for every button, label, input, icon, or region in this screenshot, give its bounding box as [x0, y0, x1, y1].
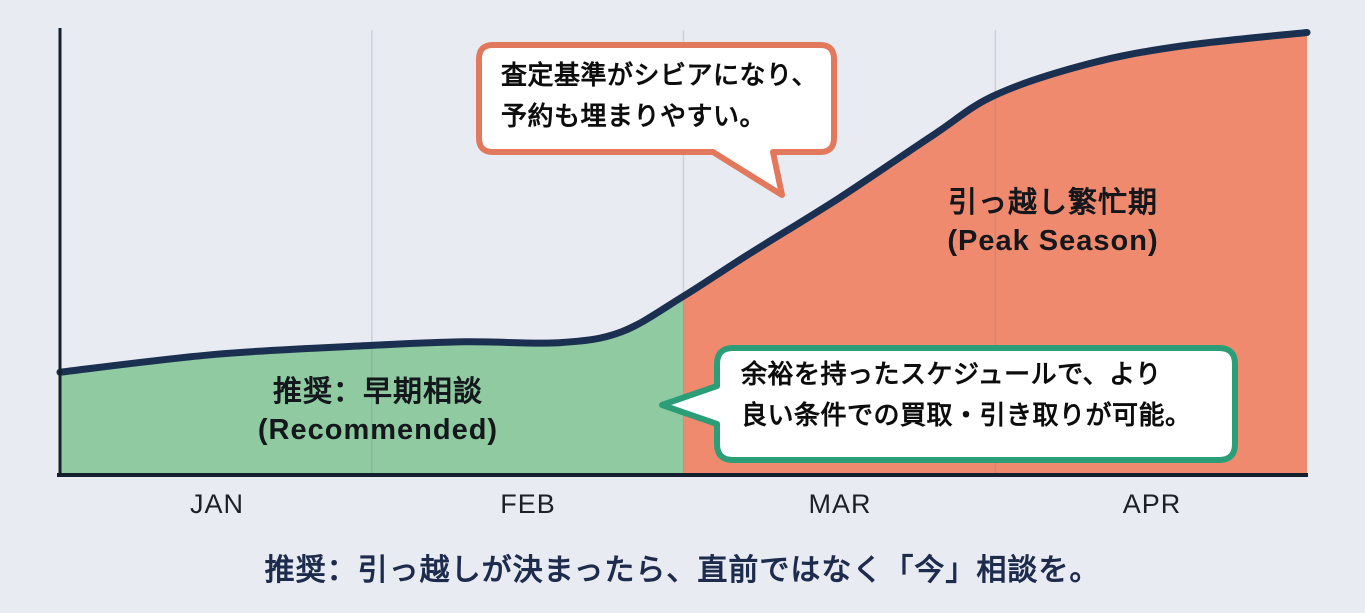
- early-zone-label: 推奨：早期相談 (Recommended): [222, 374, 534, 449]
- callout-peak-warning: 査定基準がシビアになり、 予約も埋まりやすい。: [474, 40, 844, 205]
- speech-bubble-shape: [476, 42, 837, 198]
- x-tick-feb: FEB: [500, 489, 556, 519]
- x-tick-mar: MAR: [808, 489, 872, 519]
- demand-curve: [56, 29, 1311, 376]
- callout-early-text: 余裕を持ったスケジュールで、より 良い条件での買取・引き取りが可能。: [741, 354, 1192, 436]
- callout-early-line2: 良い条件での買取・引き取りが可能。: [741, 400, 1192, 431]
- callout-peak-text: 査定基準がシビアになり、 予約も埋まりやすい。: [501, 55, 818, 137]
- early-zone-area: [60, 296, 684, 475]
- speech-bubble-shape: [659, 345, 1238, 463]
- peak-zone-label-en: (Peak Season): [947, 224, 1159, 257]
- callout-early-line1: 余裕を持ったスケジュールで、より: [741, 359, 1162, 389]
- x-tick-apr: APR: [1122, 489, 1182, 519]
- early-zone-label-jp: 推奨：早期相談: [272, 376, 483, 408]
- bottom-caption: 推奨：引っ越しが決まったら、直前ではなく「今」相談を。: [264, 554, 1101, 587]
- callout-early-benefit: 余裕を持ったスケジュールで、より 良い条件での買取・引き取りが可能。: [657, 343, 1245, 465]
- speech-bubble-path: [659, 345, 1238, 463]
- peak-zone-label: 引っ越し繁忙期 (Peak Season): [898, 185, 1208, 260]
- speech-bubble-path: [476, 42, 837, 198]
- x-tick-jan: JAN: [189, 489, 245, 519]
- peak-zone-label-jp: 引っ越し繁忙期: [947, 187, 1158, 219]
- callout-peak-line1: 査定基準がシビアになり、: [501, 60, 818, 90]
- early-zone-label-en: (Recommended): [257, 413, 499, 446]
- callout-peak-line2: 予約も埋まりやすい。: [501, 101, 767, 132]
